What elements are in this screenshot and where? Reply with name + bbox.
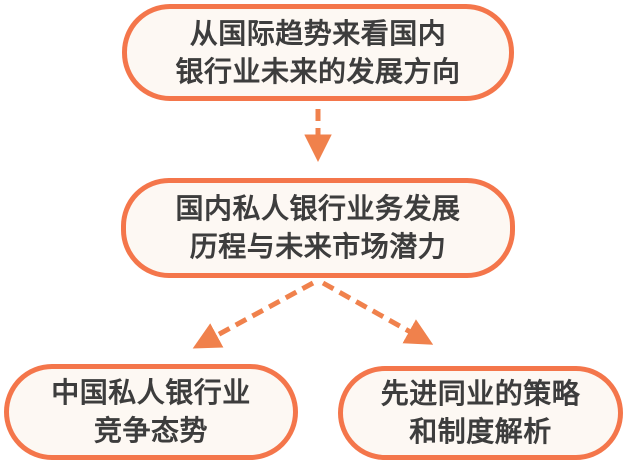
- node-text-line: 和制度解析: [409, 416, 552, 447]
- node-text-line: 先进同业的策略: [380, 378, 581, 409]
- node-china-competition: 中国私人银行业 竞争态势: [4, 364, 298, 460]
- node-text-line: 中国私人银行业: [51, 377, 251, 408]
- node-domestic-private-banking: 国内私人银行业务发展 历程与未来市场潜力: [121, 178, 515, 278]
- node-text-line: 国内私人银行业务发展: [175, 193, 461, 224]
- node-text-line: 从国际趋势来看国内: [189, 17, 447, 49]
- node-international-trends: 从国际趋势来看国内 银行业未来的发展方向: [122, 4, 514, 101]
- arrow-down-left-icon: [192, 280, 315, 349]
- node-peer-strategy: 先进同业的策略 和制度解析: [338, 366, 623, 460]
- node-text-line: 历程与未来市场潜力: [189, 231, 447, 262]
- node-text-line: 银行业未来的发展方向: [175, 55, 461, 87]
- node-text-line: 竞争态势: [93, 415, 208, 446]
- arrow-down-right-icon: [321, 280, 434, 345]
